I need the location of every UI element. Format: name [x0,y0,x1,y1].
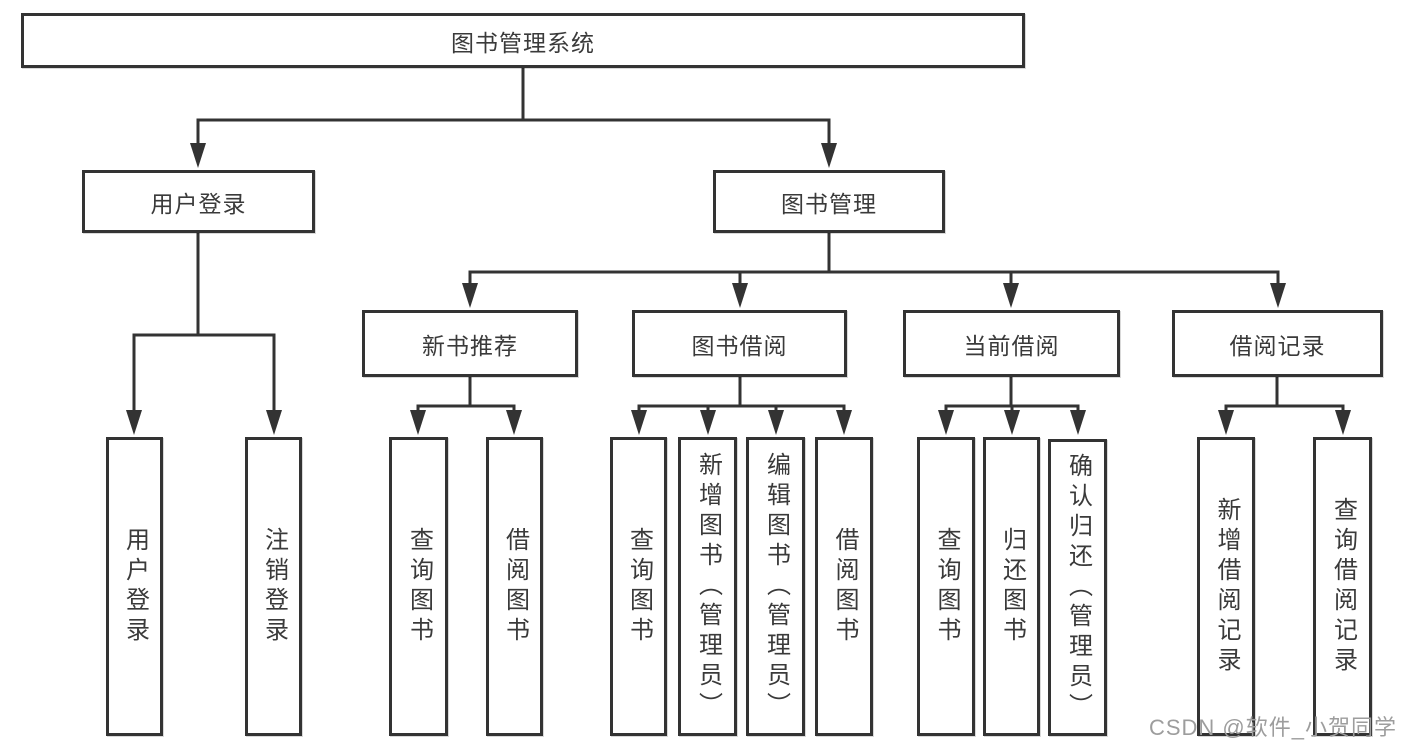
node-book-management: 图书管理 [713,170,945,233]
node-book-borrow: 图书借阅 [632,310,847,377]
node-leaf-bb-edit-books-admin: 编辑图书（管理员） [746,437,805,736]
node-leaf-br-add-record: 新增借阅记录 [1197,437,1255,736]
node-leaf-bb-query-books: 查询图书 [610,437,667,736]
watermark: CSDN @软件_小贺同学 [1148,715,1397,740]
node-leaf-cb-return-books: 归还图书 [983,437,1040,736]
node-leaf-user-login: 用户登录 [106,437,163,736]
node-leaf-br-query-record: 查询借阅记录 [1313,437,1372,736]
node-leaf-bb-borrow-books: 借阅图书 [815,437,873,736]
node-leaf-rec-query-books: 查询图书 [389,437,448,736]
node-leaf-cb-query-books: 查询图书 [917,437,975,736]
arrowhead-icons [126,143,1351,435]
node-leaf-bb-add-books-admin: 新增图书（管理员） [678,437,737,736]
node-leaf-cb-confirm-return-admin: 确认归还（管理员） [1048,439,1107,736]
node-leaf-logout: 注销登录 [245,437,302,736]
node-current-borrow: 当前借阅 [903,310,1120,377]
node-user-login: 用户登录 [82,170,315,233]
node-new-book-recommend: 新书推荐 [362,310,578,377]
node-root-system: 图书管理系统 [21,13,1025,68]
node-leaf-rec-borrow-books: 借阅图书 [486,437,543,736]
node-borrow-records: 借阅记录 [1172,310,1383,377]
